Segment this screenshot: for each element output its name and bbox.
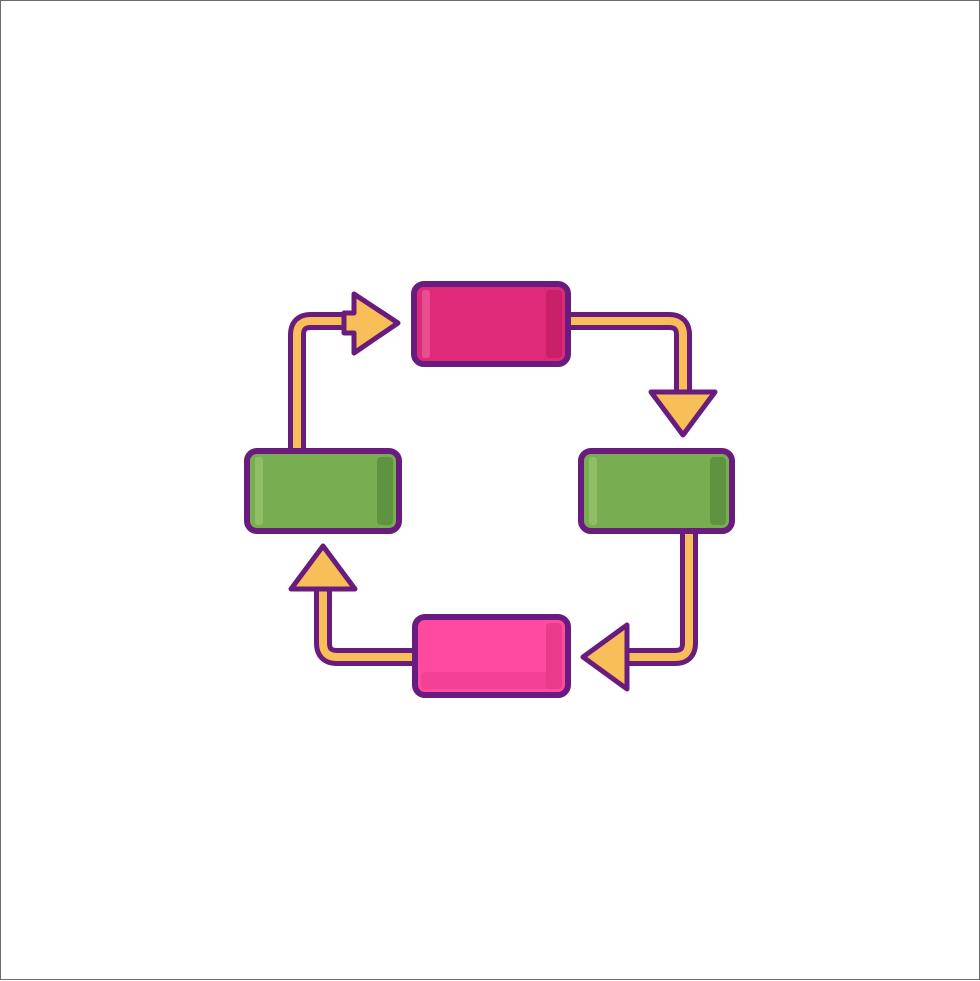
arrow-right-to-bottom [580,529,698,692]
arrowhead-right [341,291,401,356]
arrowhead-left [580,622,630,692]
process-box-right [578,448,735,534]
arrow-left-to-top [288,291,401,453]
arrow-top-to-right [567,312,718,438]
process-box-left [244,448,402,534]
arrow-bottom-to-left [288,543,415,666]
arrowhead-down [648,389,718,438]
arrowhead-up [288,543,358,592]
process-box-top [411,281,571,367]
process-box-bottom [412,614,571,698]
